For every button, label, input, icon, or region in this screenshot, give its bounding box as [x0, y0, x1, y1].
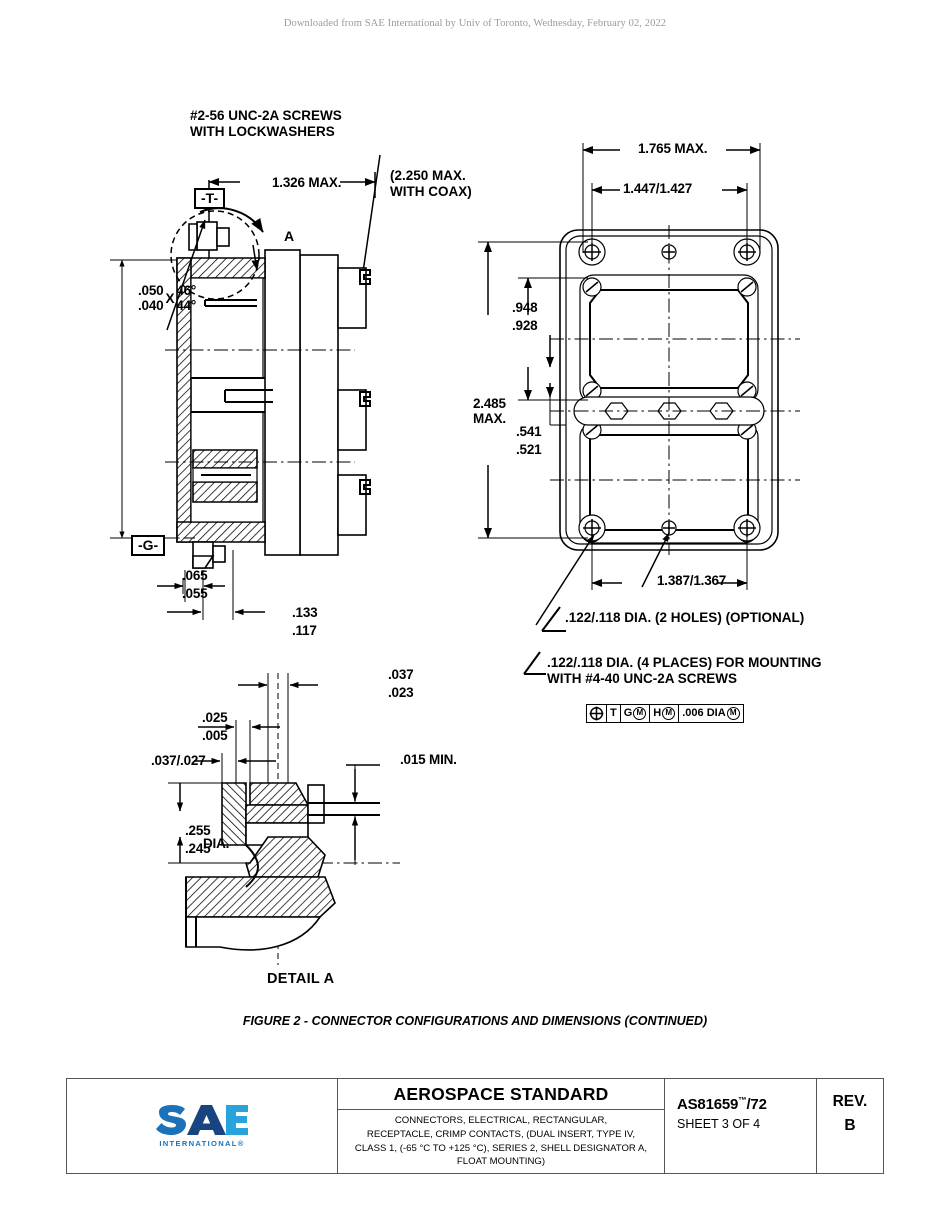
datum-t: -T-: [194, 188, 226, 209]
coax-note: (2.250 MAX. WITH COAX): [390, 168, 472, 200]
detail-a-balloon: A: [284, 228, 295, 244]
sae-logo-mark: [156, 1105, 248, 1135]
detail-a-view: [168, 673, 400, 965]
gdt-datum-2: H M: [650, 705, 680, 722]
width-max-dim: 1.765 MAX.: [638, 141, 708, 156]
detail-a-label: DETAIL A: [267, 971, 335, 987]
doc-number-base: AS81659: [677, 1096, 739, 1113]
revision-label: REV.: [832, 1093, 868, 1110]
angle-upper: 46°: [176, 283, 197, 298]
doc-number-suffix: /72: [746, 1096, 767, 1113]
insert-width-dim: 1.447/1.427: [623, 181, 693, 196]
height-max-dim: 2.485 MAX.: [473, 396, 506, 427]
detail-top-upper: .037: [388, 667, 414, 682]
detail-right-dim: .015 MIN.: [400, 752, 457, 767]
gdt-tolerance-modifier: M: [726, 707, 740, 720]
hole-spacing-dim: 1.387/1.367: [657, 573, 727, 588]
detail-left-dim: .037/.027: [151, 753, 206, 768]
gap-upper: .541: [516, 424, 542, 439]
gap-lower: .521: [516, 442, 542, 457]
title-block-description-cell: AEROSPACE STANDARD CONNECTORS, ELECTRICA…: [338, 1079, 665, 1173]
sae-logo-cell: INTERNATIONAL®: [67, 1079, 338, 1173]
optional-holes-note: .122/.118 DIA. (2 HOLES) (OPTIONAL): [565, 610, 805, 625]
detail-dia-label: DIA.: [203, 836, 230, 851]
gdt-datum-0: T: [607, 705, 621, 722]
length-max-dim: 1.326 MAX.: [272, 175, 342, 190]
standard-type: AEROSPACE STANDARD: [338, 1079, 664, 1110]
revision-value: B: [844, 1117, 856, 1134]
gdt-datum-1-label: G: [623, 707, 633, 719]
detail-top-lower: .023: [388, 685, 414, 700]
sae-logo-sub-label: INTERNATIONAL: [159, 1139, 238, 1148]
upper-insert-screws: [582, 277, 757, 401]
sheet-number: SHEET 3 OF 4: [677, 1117, 761, 1131]
mounting-note-leader: [523, 651, 546, 675]
mounting-note: .122/.118 DIA. (4 PLACES) FOR MOUNTING W…: [547, 655, 822, 687]
detail-dia-upper: .255: [185, 823, 211, 838]
gdt-datum-1-modifier: M: [633, 707, 647, 720]
feature-control-frame: T G M H M .006 DIA M: [586, 704, 744, 726]
optional-note-leader: [541, 606, 566, 632]
pin-dia-upper: .133: [292, 605, 318, 620]
sae-logo: INTERNATIONAL®: [156, 1104, 248, 1148]
detail-mid-lower: .005: [202, 728, 228, 743]
gdt-datum-2-modifier: M: [662, 707, 676, 720]
front-view: [478, 143, 800, 626]
flange-thk-lower: .055: [182, 586, 208, 601]
trademark-mark: ™: [738, 1095, 747, 1105]
figure-caption: FIGURE 2 - CONNECTOR CONFIGURATIONS AND …: [242, 1014, 708, 1028]
chamfer-lower: .040: [138, 298, 164, 314]
gdt-datum-2-label: H: [653, 707, 662, 719]
download-watermark: Downloaded from SAE International by Uni…: [283, 18, 667, 29]
title-block: INTERNATIONAL® AEROSPACE STANDARD CONNEC…: [66, 1078, 884, 1174]
insert-height-lower: .928: [512, 318, 538, 333]
gdt-datum-1: G M: [621, 705, 651, 722]
document-number: AS81659™/72: [677, 1095, 816, 1113]
hex-nuts: [604, 402, 734, 420]
chamfer-dim-group: .050 X 46° .040 44°: [138, 283, 196, 313]
document-number-cell: AS81659™/72 SHEET 3 OF 4: [665, 1079, 817, 1173]
datum-g: -G-: [131, 535, 166, 556]
detail-mid-upper: .025: [202, 710, 228, 725]
insert-height-upper: .948: [512, 300, 538, 315]
mounting-holes: [578, 238, 761, 542]
revision-cell: REV. B: [817, 1079, 883, 1173]
standard-description: CONNECTORS, ELECTRICAL, RECTANGULAR, REC…: [354, 1114, 648, 1168]
registered-mark: ®: [237, 1139, 245, 1148]
angle-lower: 44°: [176, 298, 197, 314]
side-section-view: [110, 154, 381, 620]
flange-thk-upper: .065: [182, 568, 208, 583]
position-symbol: [587, 705, 607, 722]
detail-dia-lower: .245: [185, 841, 211, 856]
chamfer-upper: .050: [138, 283, 164, 298]
gdt-tolerance-value: .006 DIA: [682, 707, 726, 719]
screw-note: #2-56 UNC-2A SCREWS WITH LOCKWASHERS: [190, 108, 342, 140]
pin-dia-lower: .117: [292, 623, 317, 638]
gdt-tolerance: .006 DIA M: [679, 705, 742, 722]
sae-logo-subtext: INTERNATIONAL®: [156, 1139, 248, 1148]
chamfer-x: X: [165, 290, 175, 306]
